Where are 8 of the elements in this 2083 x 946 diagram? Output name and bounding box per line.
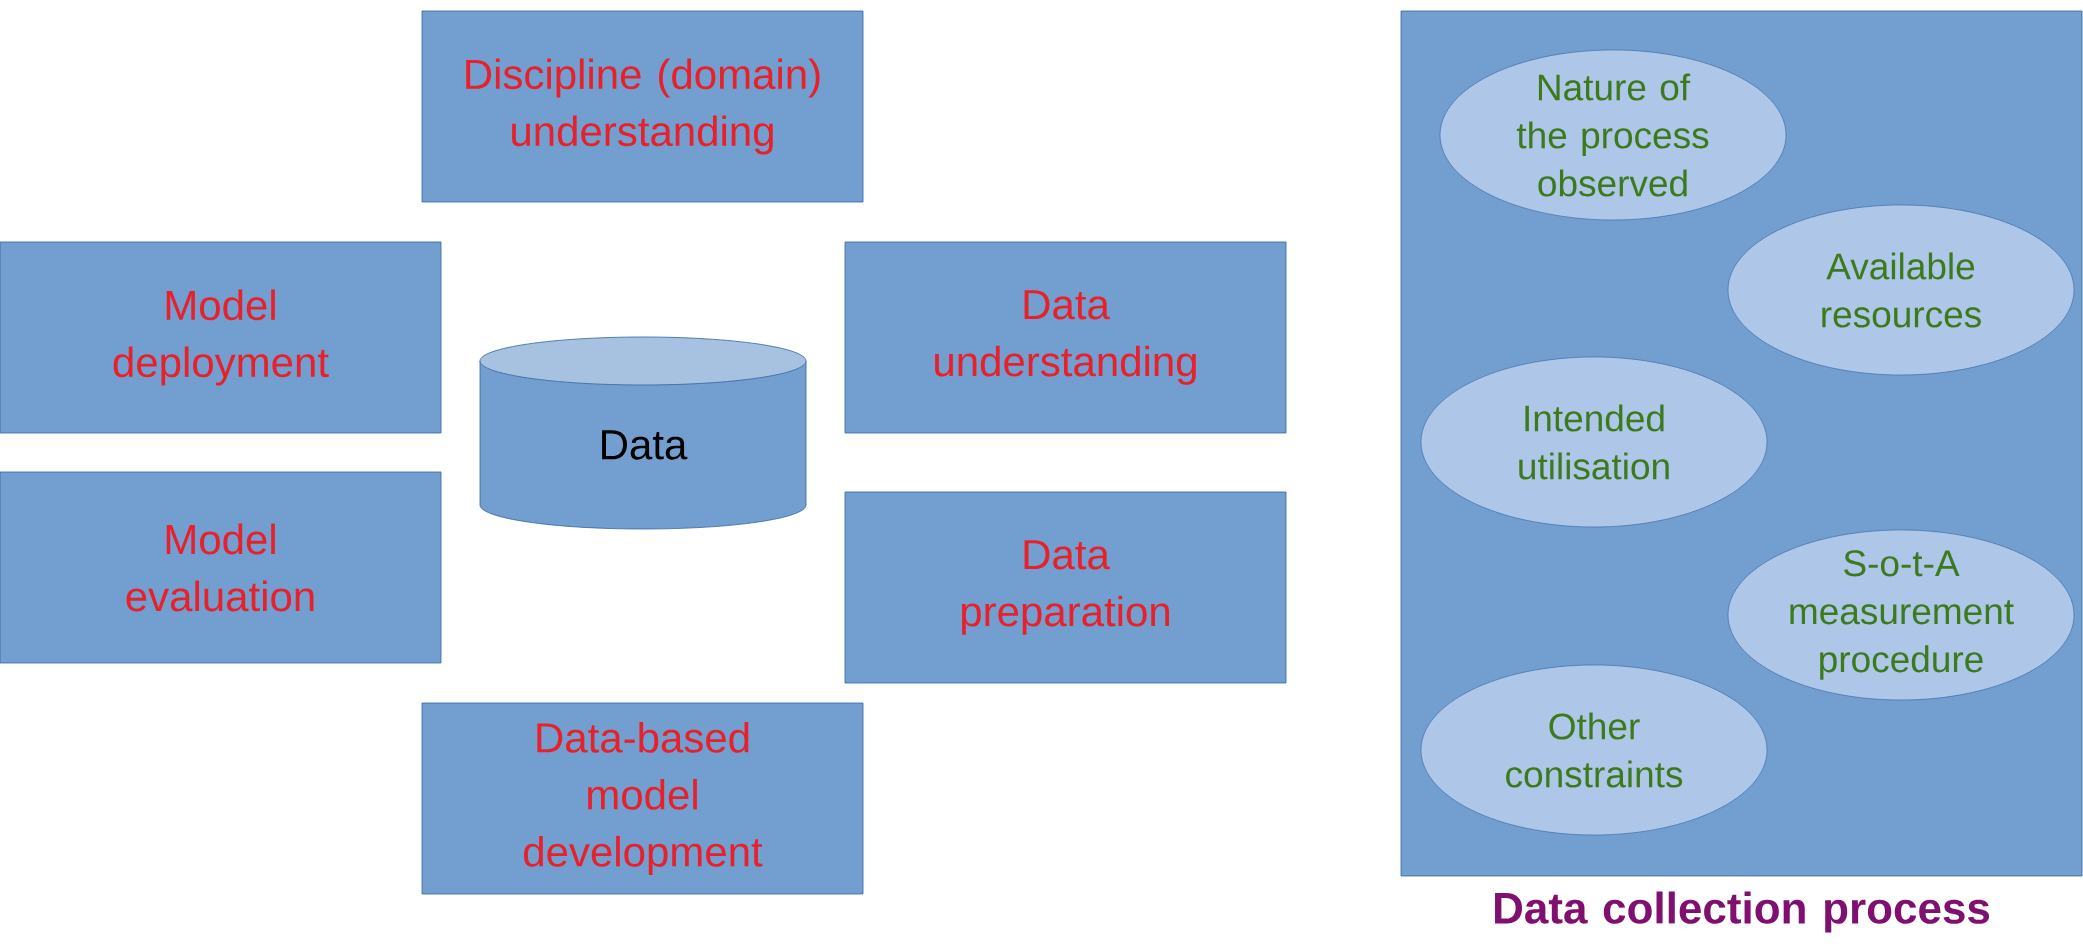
process-box: Model deployment xyxy=(0,241,442,434)
process-box: Data understanding xyxy=(844,241,1287,434)
process-box: Data-based model development xyxy=(421,702,864,895)
process-box: Data preparation xyxy=(844,491,1287,684)
process-box: Discipline (domain) understanding xyxy=(421,10,864,203)
database-cylinder: Data xyxy=(479,336,807,530)
node-label: Data collection process xyxy=(1495,891,1990,933)
process-box: Model evaluation xyxy=(0,471,442,664)
